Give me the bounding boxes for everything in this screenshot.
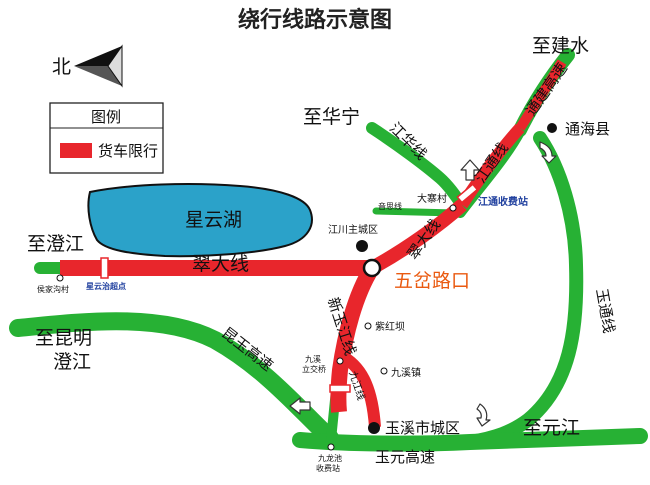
- lake-name: 星云湖: [185, 209, 242, 231]
- dest-kunming-line1: 至昆明: [35, 327, 92, 349]
- map-title: 绕行线路示意图: [238, 7, 392, 33]
- place-dazhai: 大寨村: [417, 192, 447, 205]
- road-yutong-line: [463, 131, 584, 449]
- arrow-up-jianghua-icon: [460, 159, 480, 181]
- checkpoint-xingyun-label: 星云治超点: [86, 281, 126, 291]
- place-jiulongchi-line2: 收费站: [316, 463, 340, 473]
- place-jiulongchi-line1: 九龙池: [318, 453, 342, 463]
- legend-restricted-swatch: [60, 143, 92, 158]
- place-yinsi: 音思线: [378, 201, 402, 211]
- dest-yuanjiang: 至元江: [523, 417, 580, 439]
- place-jiuxi-interchange-line1: 九溪: [305, 354, 321, 364]
- toll-jiangtong-label: 江通收费站: [478, 195, 528, 208]
- dest-kunming-line2: 澄江: [53, 351, 91, 373]
- dest-huaning: 至华宁: [303, 106, 360, 128]
- arrow-down-tonghai-icon: [539, 141, 557, 164]
- place-yuxi-city: 玉溪市城区: [385, 419, 460, 437]
- dazhai-dot: [449, 204, 457, 212]
- road-yuyuan-expressway: [292, 428, 648, 452]
- dest-jianshui: 至建水: [532, 35, 589, 57]
- xingyun-checkpoint-marker: [100, 257, 109, 279]
- xingyun-lake: [87, 183, 313, 258]
- jiulongchi-dot: [327, 443, 335, 451]
- arrow-left-kunyu-icon: [289, 397, 311, 415]
- road-label-cuida: 翠大线: [192, 253, 249, 275]
- road-xinyujiang-line: [330, 263, 379, 413]
- jiangchuan-dot: [356, 240, 368, 252]
- road-jianghua-line: [366, 122, 468, 211]
- road-label-yutong: 玉通线: [593, 287, 619, 334]
- arrow-down-yutong-icon: [476, 403, 491, 427]
- road-yinsi-line: [372, 207, 459, 217]
- road-label-tongjian: 通建高速: [522, 60, 571, 119]
- junction-label: 五岔路口: [394, 270, 470, 292]
- place-jiuxi-interchange-line2: 立交桥: [302, 364, 326, 374]
- place-jiangchuan: 江川主城区: [328, 224, 378, 236]
- place-houjiagoucun: 侯家沟村: [37, 284, 69, 294]
- tonghai-dot: [547, 123, 557, 133]
- jiuxi-town-dot: [380, 367, 388, 375]
- dest-chengjiang: 至澄江: [27, 233, 84, 255]
- legend-box: [49, 102, 164, 174]
- road-jiuxi-branch: [337, 349, 381, 428]
- place-tonghai: 通海县: [565, 120, 610, 138]
- place-jiuxi-town: 九溪镇: [391, 366, 421, 379]
- jiuxi-interchange-dot: [336, 357, 344, 365]
- road-label-yuyuan: 玉元高速: [375, 448, 435, 466]
- north-arrow-icon: [74, 44, 123, 88]
- road-tongjian-restricted: [515, 59, 567, 131]
- place-zihongba: 紫红坝: [375, 320, 405, 333]
- legend-item-label: 货车限行: [98, 142, 158, 160]
- five-way-junction-marker: [362, 258, 382, 278]
- jiangtong-toll-marker: [456, 183, 479, 204]
- compass-label: 北: [52, 56, 71, 78]
- yuxi-city-dot: [368, 422, 380, 434]
- zihongba-dot: [364, 322, 372, 330]
- jiuxi-road-marker: [329, 384, 351, 393]
- houjiagoucun-dot: [56, 274, 64, 282]
- road-cuida-ne-segment: [368, 199, 467, 275]
- legend-heading: 图例: [91, 108, 121, 126]
